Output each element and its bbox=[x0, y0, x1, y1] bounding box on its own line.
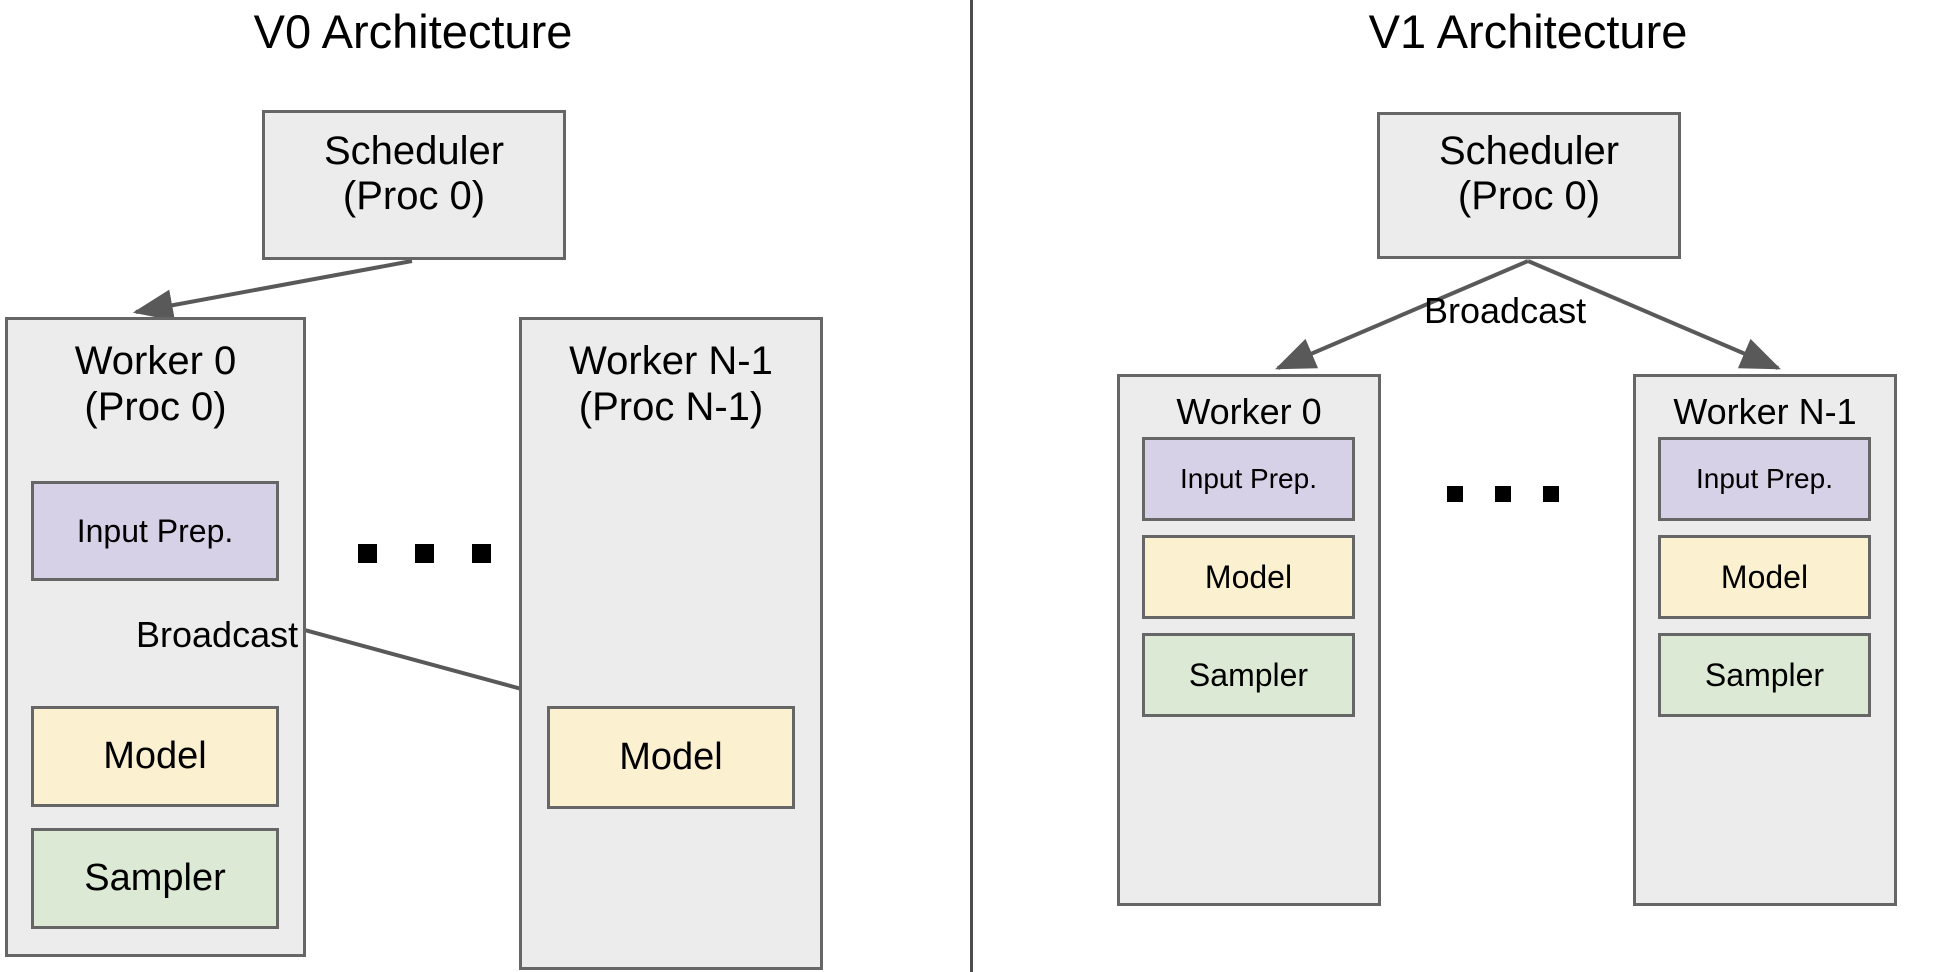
dot-icon bbox=[1543, 486, 1559, 502]
v0-workern-model-label: Model bbox=[619, 736, 723, 778]
v0-workern-model-box[interactable]: Model bbox=[547, 706, 795, 809]
v0-model-label: Model bbox=[103, 735, 207, 777]
v1-workern-input-prep-label: Input Prep. bbox=[1696, 463, 1833, 494]
v1-scheduler-box[interactable]: Scheduler (Proc 0) bbox=[1377, 112, 1681, 259]
v0-sampler-label: Sampler bbox=[84, 857, 226, 899]
dot-icon bbox=[472, 544, 491, 563]
v1-workern-input-prep-box[interactable]: Input Prep. bbox=[1658, 437, 1871, 521]
edge-v0-scheduler-to-worker0 bbox=[132, 259, 413, 322]
v0-worker0-label: Worker 0 (Proc 0) bbox=[74, 339, 237, 429]
v1-broadcast-edge-label: Broadcast bbox=[1424, 290, 1587, 331]
v0-broadcast-edge-label: Broadcast bbox=[136, 614, 299, 655]
v1-worker0-input-prep-label: Input Prep. bbox=[1180, 463, 1317, 494]
v1-worker0-sampler-label: Sampler bbox=[1188, 656, 1309, 693]
dot-icon bbox=[1495, 486, 1511, 502]
v1-workern-model-box[interactable]: Model bbox=[1658, 535, 1871, 619]
v0-input-prep-box[interactable]: Input Prep. bbox=[31, 481, 279, 581]
v0-ellipsis-icon bbox=[358, 544, 529, 563]
v1-worker0-model-box[interactable]: Model bbox=[1142, 535, 1355, 619]
v1-worker0-model-label: Model bbox=[1204, 558, 1293, 595]
dot-icon bbox=[358, 544, 377, 563]
v0-model-box[interactable]: Model bbox=[31, 706, 279, 807]
v0-sampler-box[interactable]: Sampler bbox=[31, 828, 279, 929]
v1-workern-sampler-label: Sampler bbox=[1704, 656, 1825, 693]
dot-icon bbox=[1447, 486, 1463, 502]
v0-input-prep-label: Input Prep. bbox=[76, 512, 234, 549]
dot-icon bbox=[415, 544, 434, 563]
panel-title-v0: V0 Architecture bbox=[253, 5, 573, 58]
v0-workern-label: Worker N-1 (Proc N-1) bbox=[569, 339, 773, 429]
panel-title-v1: V1 Architecture bbox=[1368, 5, 1688, 58]
v1-worker0-sampler-box[interactable]: Sampler bbox=[1142, 633, 1355, 717]
panel-divider bbox=[970, 0, 973, 972]
v1-scheduler-label: Scheduler (Proc 0) bbox=[1438, 129, 1620, 218]
v1-workern-sampler-box[interactable]: Sampler bbox=[1658, 633, 1871, 717]
v1-ellipsis-icon bbox=[1447, 486, 1591, 502]
v1-workern-model-label: Model bbox=[1720, 558, 1809, 595]
v0-workern-box[interactable]: Worker N-1 (Proc N-1) bbox=[519, 317, 823, 970]
v0-scheduler-box[interactable]: Scheduler (Proc 0) bbox=[262, 110, 566, 260]
v0-scheduler-label: Scheduler (Proc 0) bbox=[323, 129, 505, 218]
v1-worker0-input-prep-box[interactable]: Input Prep. bbox=[1142, 437, 1355, 521]
